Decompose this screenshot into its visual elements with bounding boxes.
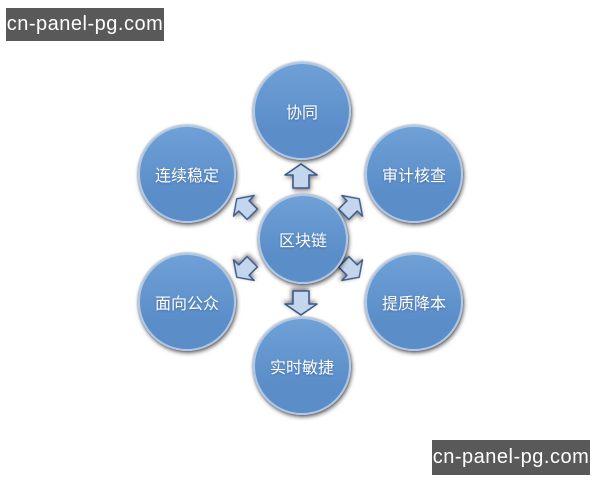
arrow-down-icon [284, 290, 318, 316]
arrow-down-left-icon [225, 250, 265, 290]
watermark-top-left: cn-panel-pg.com [6, 8, 164, 41]
watermark-text: cn-panel-pg.com [432, 446, 590, 468]
node-public-facing: 面向公众 [138, 253, 236, 351]
node-label: 连续稳定 [154, 168, 219, 185]
arrow-down-right-icon [332, 250, 372, 290]
node-collaboration: 协同 [253, 62, 351, 160]
node-label: 实时敏捷 [269, 360, 334, 377]
watermark-text: cn-panel-pg.com [6, 13, 164, 35]
node-label: 审计核查 [381, 168, 446, 185]
arrow-up-right-icon [332, 187, 372, 227]
node-quality-cost: 提质降本 [365, 253, 463, 351]
center-node-blockchain: 区块链 [258, 194, 348, 284]
node-realtime-agile: 实时敏捷 [253, 317, 351, 415]
node-continuous-stable: 连续稳定 [138, 125, 236, 223]
watermark-bottom-right: cn-panel-pg.com [432, 440, 590, 475]
arrow-up-icon [284, 163, 318, 189]
node-label: 提质降本 [381, 296, 446, 313]
arrow-up-left-icon [225, 187, 265, 227]
center-node-label: 区块链 [278, 233, 327, 250]
node-label: 协同 [285, 105, 318, 122]
node-label: 面向公众 [154, 296, 219, 313]
node-audit-verification: 审计核查 [365, 125, 463, 223]
